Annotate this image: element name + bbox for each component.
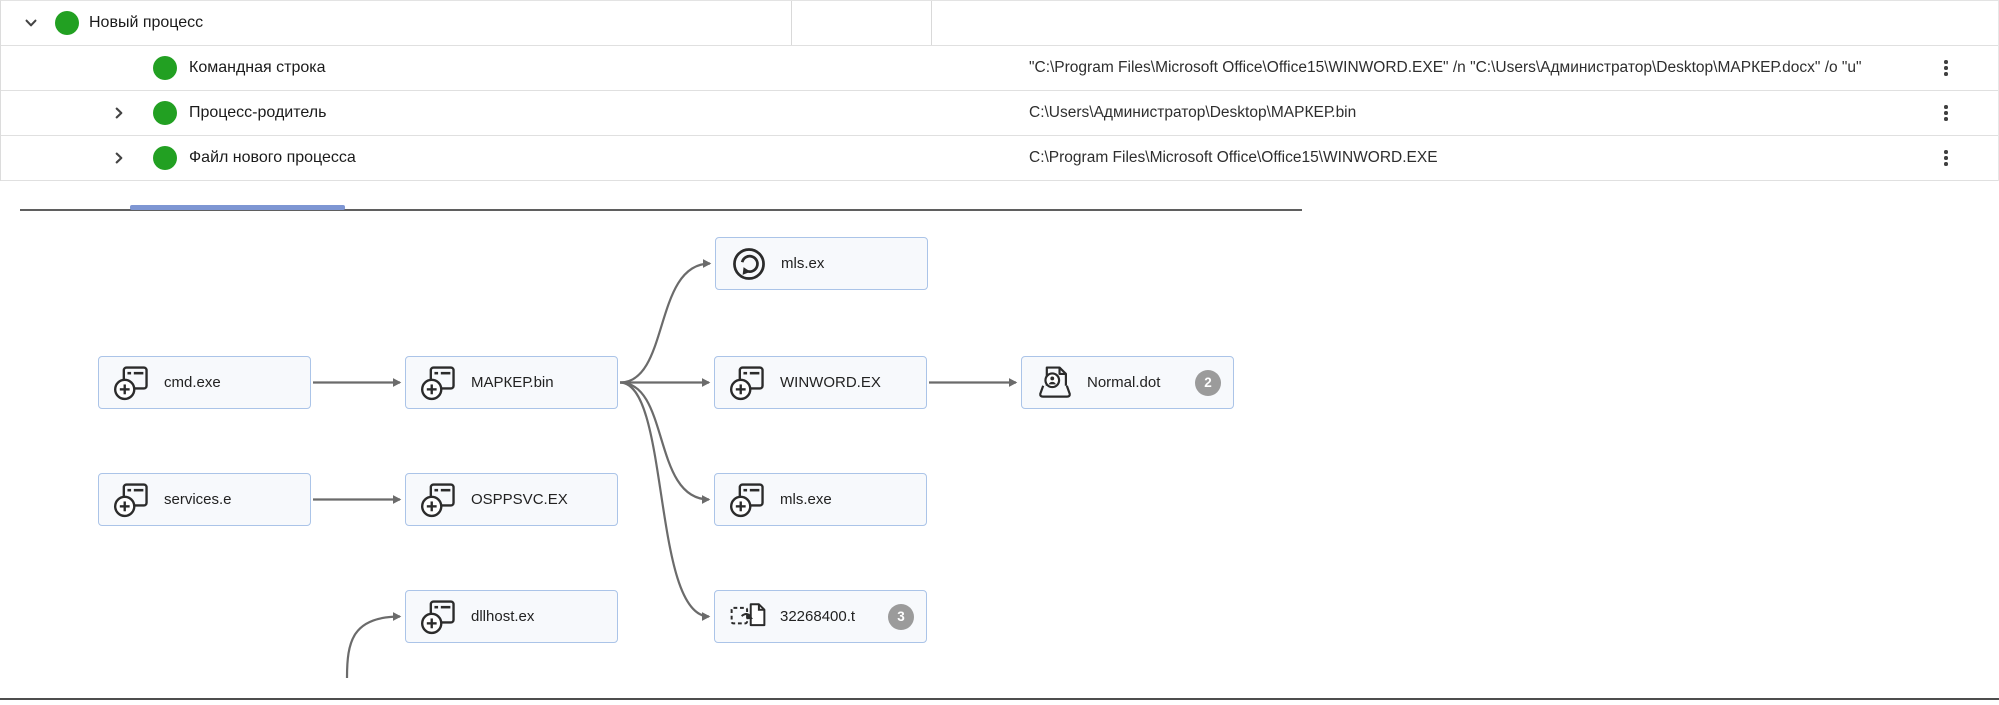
graph-hscrollbar-track[interactable] bbox=[20, 209, 1302, 211]
row-label: Файл нового процесса bbox=[189, 149, 356, 166]
node-label: services.e bbox=[164, 491, 232, 508]
row-label: Новый процесс bbox=[89, 14, 204, 31]
graph-node-cmd[interactable]: cmd.exe bbox=[98, 356, 311, 409]
table-row-2[interactable]: Командная строка "C:\Program Files\Micro… bbox=[1, 46, 1998, 91]
event-count-badge: 3 bbox=[888, 603, 914, 630]
edge-marker-bin-to-mls-ex bbox=[619, 259, 712, 384]
node-label: Normal.dot bbox=[1087, 374, 1161, 391]
row-value: "C:\Program Files\Microsoft Office\Offic… bbox=[1029, 59, 1862, 76]
node-label: dllhost.ex bbox=[471, 608, 535, 625]
node-label: mls.ex bbox=[781, 255, 825, 272]
node-label: cmd.exe bbox=[164, 374, 221, 391]
edge-marker-bin-to-mls-exe bbox=[619, 381, 711, 504]
process-icon bbox=[112, 363, 152, 403]
dropped-file-icon bbox=[728, 597, 768, 637]
table-row-3[interactable]: Процесс-родитель C:\Users\Администратор\… bbox=[1, 91, 1998, 136]
status-green-dot bbox=[55, 11, 79, 35]
status-green-dot bbox=[153, 101, 177, 125]
graph-node-winword[interactable]: WINWORD.EX bbox=[714, 356, 927, 409]
graph-node-osppsvc[interactable]: OSPPSVC.EX bbox=[405, 473, 618, 526]
process-icon bbox=[419, 597, 459, 637]
status-green-dot bbox=[153, 56, 177, 80]
event-count-badge: 2 bbox=[1195, 369, 1221, 396]
table-row-4[interactable]: Файл нового процесса C:\Program Files\Mi… bbox=[1, 136, 1998, 181]
row-label: Командная строка bbox=[189, 59, 326, 76]
node-label: OSPPSVC.EX bbox=[471, 491, 568, 508]
process-icon bbox=[419, 480, 459, 520]
process-details-table: Новый процесс Командная строка "C:\Progr… bbox=[0, 0, 1999, 181]
expand-chevron-icon[interactable] bbox=[111, 150, 127, 166]
graph-node-marker-bin[interactable]: МАРКЕР.bin bbox=[405, 356, 618, 409]
graph-node-dllhost[interactable]: dllhost.ex bbox=[405, 590, 618, 643]
graph-node-normal-dot[interactable]: Normal.dot 2 bbox=[1021, 356, 1234, 409]
edge-offscreen-bottom-to-dllhost bbox=[345, 612, 402, 679]
process-icon bbox=[728, 363, 768, 403]
kebab-menu-button[interactable] bbox=[1935, 100, 1957, 126]
node-label: МАРКЕР.bin bbox=[471, 374, 554, 391]
process-icon bbox=[728, 480, 768, 520]
node-label: mls.exe bbox=[780, 491, 832, 508]
process-icon bbox=[112, 480, 152, 520]
graph-hscrollbar-thumb[interactable] bbox=[130, 205, 345, 210]
document-lock-icon bbox=[1035, 363, 1075, 403]
graph-node-mls-ex[interactable]: mls.ex bbox=[715, 237, 928, 290]
node-label: WINWORD.EX bbox=[780, 374, 881, 391]
panel-bottom-border bbox=[0, 698, 1999, 700]
node-label: 32268400.t bbox=[780, 608, 856, 625]
expand-chevron-icon[interactable] bbox=[23, 15, 39, 31]
graph-node-mls-exe[interactable]: mls.exe bbox=[714, 473, 927, 526]
row-label: Процесс-родитель bbox=[189, 104, 327, 121]
graph-node-services[interactable]: services.e bbox=[98, 473, 311, 526]
row-value: C:\Users\Администратор\Desktop\МАРКЕР.bi… bbox=[1029, 104, 1357, 121]
process-icon bbox=[419, 363, 459, 403]
graph-node-file-32268400[interactable]: 32268400.t 3 bbox=[714, 590, 927, 643]
restart-icon bbox=[729, 244, 769, 284]
status-green-dot bbox=[153, 146, 177, 170]
edge-marker-bin-to-file-32268400 bbox=[619, 381, 711, 621]
kebab-menu-button[interactable] bbox=[1935, 145, 1957, 171]
table-row-1[interactable]: Новый процесс bbox=[1, 1, 1998, 46]
expand-chevron-icon[interactable] bbox=[111, 105, 127, 121]
row-value: C:\Program Files\Microsoft Office\Office… bbox=[1029, 149, 1438, 166]
kebab-menu-button[interactable] bbox=[1935, 55, 1957, 81]
